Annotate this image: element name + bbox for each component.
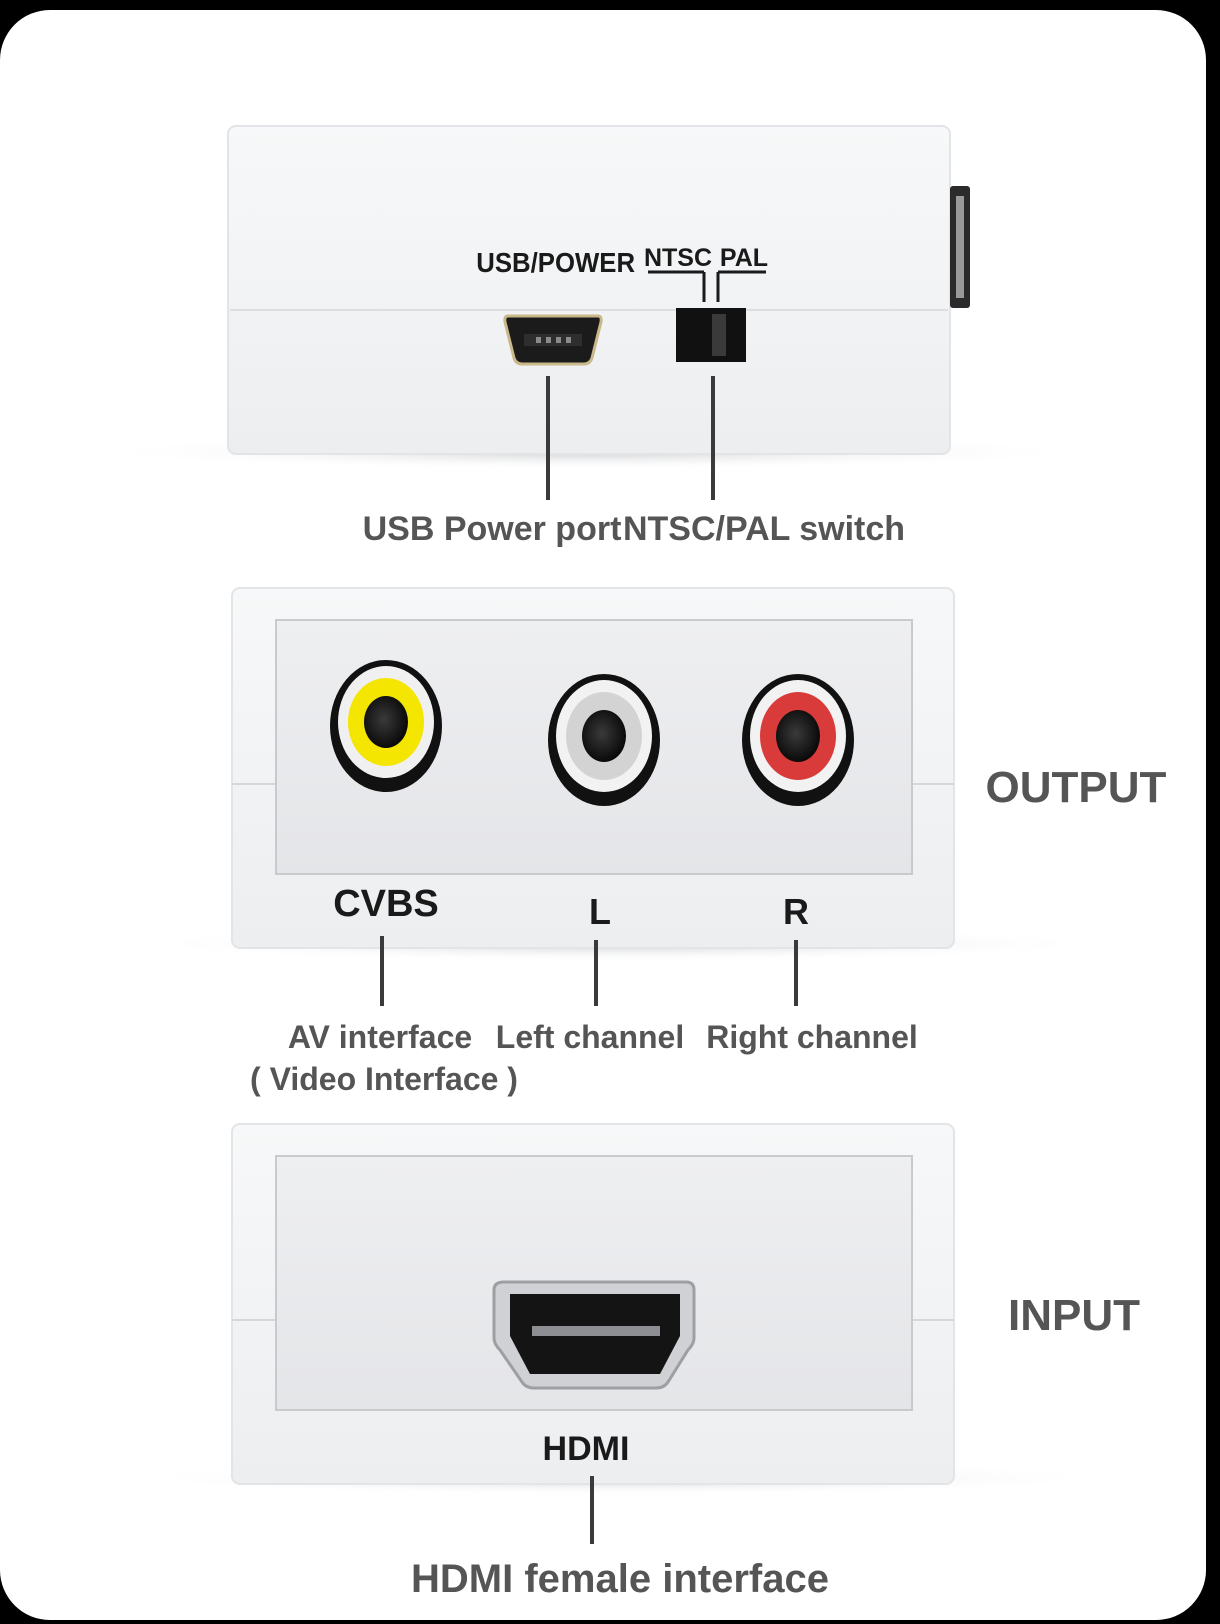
left-audio-rca-jack	[548, 674, 660, 806]
ntsc-pal-switch-callout: NTSC/PAL switch	[623, 510, 905, 548]
hdmi-female-port	[492, 1280, 696, 1390]
right-channel-callout: Right channel	[706, 1019, 918, 1055]
ntsc-pal-slide-switch	[676, 308, 746, 362]
mini-usb-port	[503, 314, 603, 366]
left-channel-callout: Left channel	[496, 1019, 684, 1055]
hdmi-female-interface-callout: HDMI female interface	[411, 1557, 829, 1601]
input-device-view: HDMI INPUT HDMI female interface	[130, 1123, 1140, 1601]
top-device-body	[227, 125, 951, 455]
cvbs-rca-jack	[330, 660, 442, 792]
right-marking: R	[783, 891, 809, 932]
usb-power-marking: USB/POWER	[476, 247, 635, 278]
left-marking: L	[589, 891, 611, 932]
video-interface-callout: ( Video Interface )	[250, 1061, 518, 1097]
hdmi-marking: HDMI	[543, 1430, 630, 1468]
ntsc-marking: NTSC	[644, 244, 712, 272]
usb-power-port-callout: USB Power port	[363, 510, 622, 548]
pal-marking: PAL	[720, 244, 768, 272]
top-device-view: USB/POWER NTSC PAL USB Power port NTSC/P…	[90, 125, 1090, 548]
output-device-view: CVBS L R OUTPUT AV interface ( Video Int…	[130, 587, 1167, 1097]
input-section-label: INPUT	[1008, 1291, 1140, 1340]
output-section-label: OUTPUT	[986, 763, 1167, 812]
right-audio-rca-jack	[742, 674, 854, 806]
cvbs-marking: CVBS	[333, 883, 439, 925]
av-interface-callout: AV interface	[288, 1019, 472, 1055]
